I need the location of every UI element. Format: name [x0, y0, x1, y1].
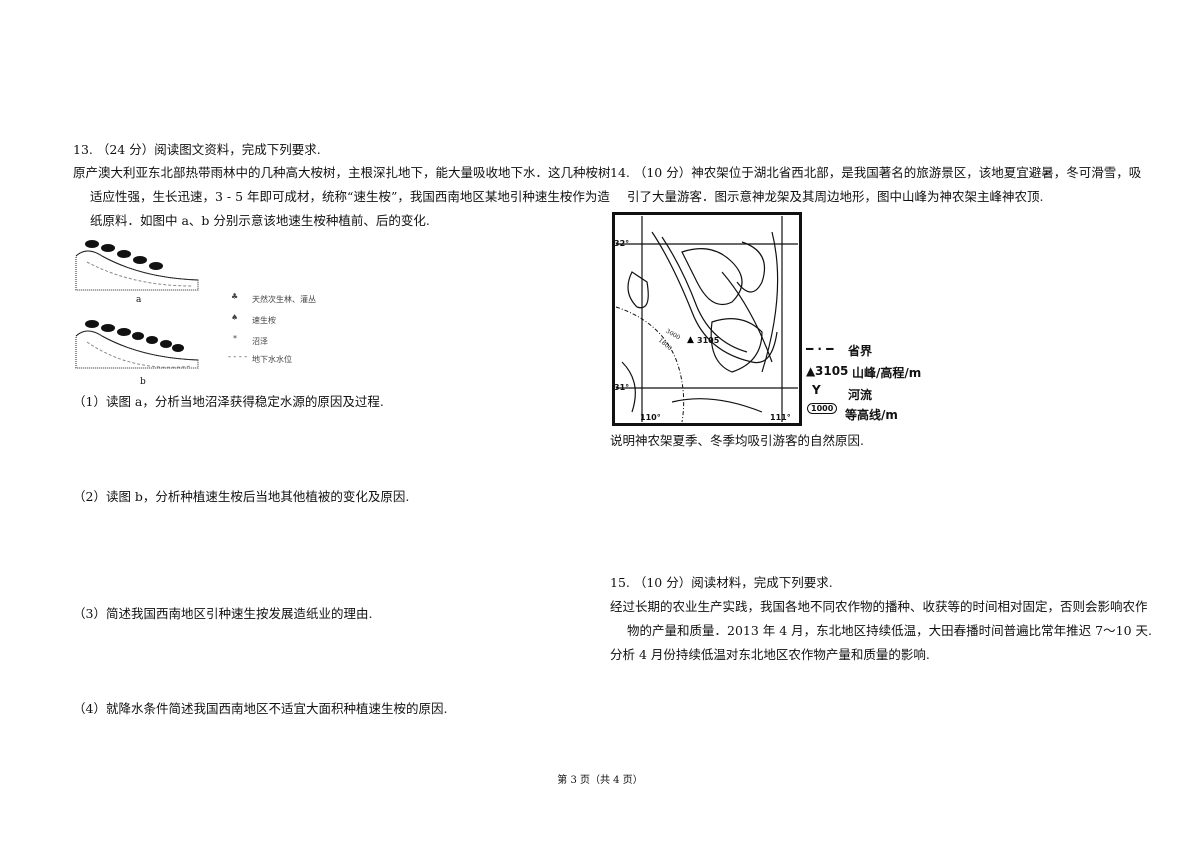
legend-forest: 天然次生林、灌丛	[252, 295, 316, 304]
tree-icon: ♣	[231, 292, 239, 301]
q15-text: 经过长期的农业生产实践，我国各地不同农作物的播种、收获等的时间相对固定，否则会影…	[610, 599, 1148, 614]
lon-110: 110°	[640, 413, 661, 422]
q13-text: 纸原料．如图中 a、b 分别示意该地速生桉种植前、后的变化.	[90, 213, 430, 228]
q13-text: 原产澳大利亚东北部热带雨林中的几种高大桉树，主根深扎地下，能大量吸收地下水．这几…	[73, 165, 611, 180]
svg-text:▲: ▲	[687, 335, 694, 345]
lat-32: 32°	[614, 239, 630, 248]
peak-icon: ▲	[806, 364, 816, 378]
q13-part-4: （4）就降水条件简述我国西南地区不适宜大面积种植速生桉的原因.	[73, 701, 448, 716]
q13-part-3: （3）简述我国西南地区引种速生按发展造纸业的理由.	[73, 606, 373, 621]
legend-swamp: 沼泽	[252, 337, 268, 346]
river-icon: Y	[812, 383, 821, 397]
page-footer: 第 3 页（共 4 页）	[557, 775, 643, 786]
legend-contour: 等高线/m	[845, 408, 898, 422]
legend-peak: 山峰/高程/m	[852, 366, 922, 380]
legend-province-boundary: 省界	[848, 344, 873, 358]
boundary-icon: ━ · ━	[806, 342, 834, 356]
figure-label-b: b	[140, 377, 146, 387]
eucalyptus-figure	[75, 240, 199, 369]
swamp-icon: *	[233, 334, 237, 343]
q13-text: 适应性强，生长迅速，3 - 5 年即可成材，统称“速生桉”，我国西南地区某地引种…	[90, 189, 610, 204]
q13-part-1: （1）读图 a，分析当地沼泽获得稳定水源的原因及过程.	[73, 394, 384, 409]
eucalyptus-icon: ♠	[231, 313, 239, 322]
q15-question: 分析 4 月份持续低温对东北地区农作物产量和质量的影响.	[610, 647, 930, 662]
q15-text: 物的产量和质量．2013 年 4 月，东北地区持续低温，大田春播时间普遍比常年推…	[627, 623, 1152, 638]
lon-111: 111°	[770, 413, 791, 422]
legend-river: 河流	[848, 388, 873, 402]
lat-31: 31°	[614, 383, 630, 392]
q14-question: 说明神农架夏季、冬季均吸引游客的自然原因.	[610, 433, 864, 448]
q13-part-2: （2）读图 b，分析种植速生桉后当地其他植被的变化及原因.	[73, 489, 410, 504]
q14-text: 引了大量游客．图示意神龙架及其周边地形，图中山峰为神农架主峰神农顶.	[627, 189, 1044, 204]
q13-title: 13. （24 分）阅读图文资料，完成下列要求.	[73, 142, 321, 157]
topographic-map: ▲	[612, 212, 802, 426]
q14-text: 14. （10 分）神农架位于湖北省西北部，是我国著名的旅游景区，该地夏宜避暑，…	[610, 165, 1142, 180]
peak-elevation: 3105	[697, 336, 720, 345]
q15-title: 15. （10 分）阅读材料，完成下列要求.	[610, 575, 833, 590]
legend-peak-symbol: 3105	[815, 364, 849, 378]
dashed-line-icon: - - - -	[228, 352, 248, 361]
legend-contour-symbol: 1000	[807, 403, 838, 414]
legend-groundwater: 地下水水位	[252, 355, 292, 364]
legend-eucalyptus: 速生桉	[252, 316, 276, 325]
figure-label-a: a	[136, 295, 142, 305]
